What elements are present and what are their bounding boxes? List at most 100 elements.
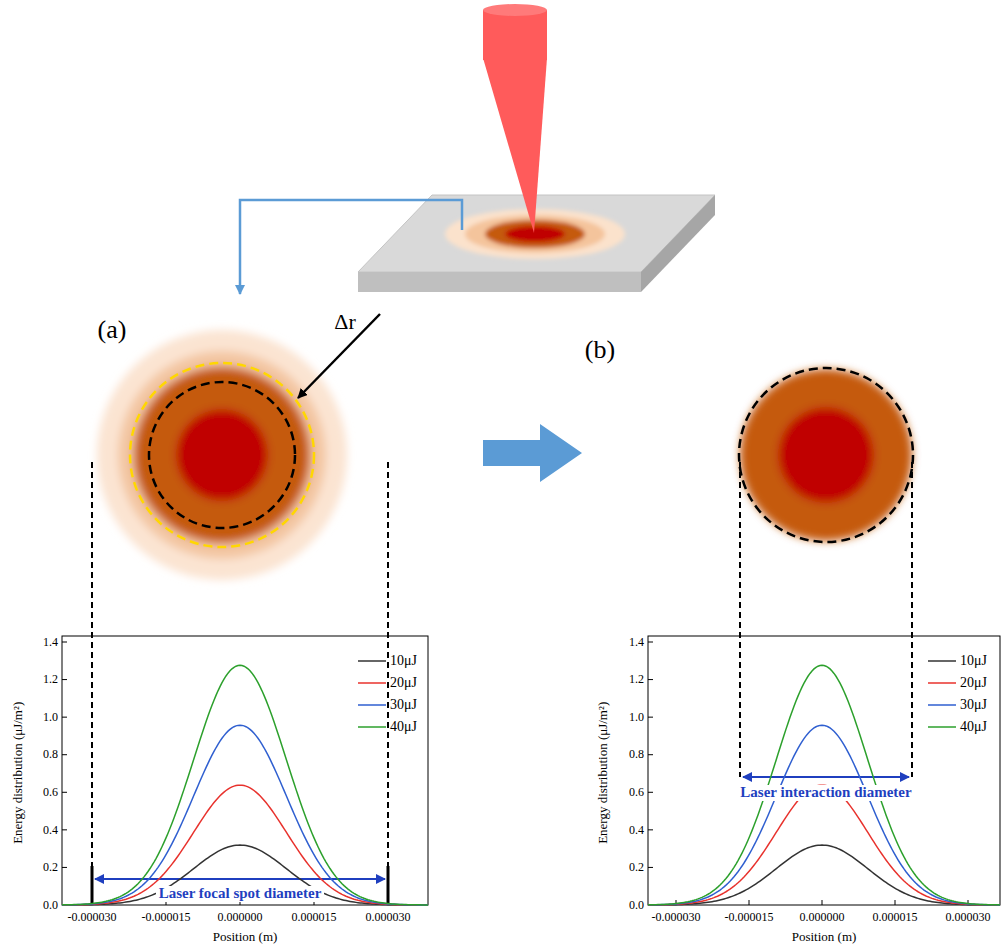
tick-label: -0.000015	[142, 911, 191, 924]
chart	[648, 636, 1000, 905]
chart-frame	[62, 636, 428, 905]
plate-side	[641, 195, 715, 292]
energy-curve	[62, 665, 428, 905]
outer-dashed-circle	[130, 363, 314, 547]
axis-title: Energy distribution (μJ/m²)	[596, 702, 610, 844]
energy-curve	[62, 785, 428, 905]
legend-label: 40μJ	[390, 720, 417, 735]
tick-mark	[62, 829, 67, 830]
tick-label: 0.2	[43, 861, 58, 874]
chart-frame	[648, 636, 1000, 905]
tick-mark	[648, 829, 653, 830]
tick-label: 0.000000	[218, 911, 263, 924]
tick-mark	[62, 642, 67, 643]
legend-sample	[928, 682, 956, 684]
tick-mark	[749, 900, 750, 905]
tick-mark	[648, 754, 653, 755]
tick-label: 1.2	[43, 673, 58, 686]
zoom-leader	[240, 200, 462, 294]
tick-mark	[648, 867, 653, 868]
tick-label: 0.000030	[946, 911, 991, 924]
tick-mark	[648, 679, 653, 680]
tick-label: 0.000015	[292, 911, 337, 924]
tick-label: 0.0	[43, 899, 58, 912]
axis-title: Position (m)	[792, 930, 857, 944]
tick-label: 0.0	[629, 899, 644, 912]
tick-mark	[62, 679, 67, 680]
legend-label: 30μJ	[390, 698, 417, 713]
tick-label: 1.2	[629, 673, 644, 686]
tick-label: 0.000030	[366, 911, 411, 924]
tick-label: 1.4	[629, 636, 644, 649]
tick-mark	[648, 642, 653, 643]
tick-label: 1.4	[43, 636, 58, 649]
tick-mark	[62, 867, 67, 868]
tick-mark	[62, 754, 67, 755]
diameter-arrow	[743, 776, 909, 778]
laser-cone	[483, 58, 547, 233]
legend-sample	[928, 726, 956, 728]
plate-front	[358, 272, 641, 292]
legend-label: 20μJ	[960, 676, 987, 691]
tick-mark	[648, 717, 653, 718]
legend-sample	[358, 704, 386, 706]
tick-label: 1.0	[629, 711, 644, 724]
inner-dashed-circle	[149, 382, 295, 528]
tick-mark	[62, 792, 67, 793]
tick-label: 0.4	[43, 824, 58, 837]
tick-label: -0.000030	[652, 911, 701, 924]
panel-label: (b)	[585, 336, 615, 363]
legend-sample	[928, 660, 956, 662]
tick-label: 0.6	[629, 786, 644, 799]
tick-label: 1.0	[43, 711, 58, 724]
legend-label: 30μJ	[960, 698, 987, 713]
laser-head-top	[483, 4, 547, 16]
legend-label: 10μJ	[390, 654, 417, 669]
tick-label: 0.8	[43, 748, 58, 761]
focal-spot	[97, 330, 347, 580]
tick-label: 0.6	[43, 786, 58, 799]
energy-curve	[62, 725, 428, 905]
legend-sample	[358, 682, 386, 684]
tick-label: -0.000030	[68, 911, 117, 924]
delta-r-label: Δr	[334, 310, 355, 333]
projection-line	[387, 462, 389, 868]
energy-curve	[648, 725, 1000, 905]
dimension-label: Laser interaction diameter	[737, 785, 914, 801]
legend-label: 20μJ	[390, 676, 417, 691]
energy-curve	[648, 785, 1000, 905]
legend-label: 10μJ	[960, 654, 987, 669]
diameter-arrow	[95, 878, 385, 880]
tick-mark	[62, 717, 67, 718]
tick-label: 0.000000	[800, 911, 845, 924]
energy-curve	[62, 845, 428, 905]
tick-label: -0.000015	[725, 911, 774, 924]
interaction-spot	[740, 369, 912, 541]
tick-label: 0.2	[629, 861, 644, 874]
tick-mark	[822, 900, 823, 905]
interaction-dashed-circle	[739, 368, 913, 542]
projection-line	[91, 462, 93, 868]
panel-label: (a)	[98, 316, 127, 343]
legend-sample	[358, 660, 386, 662]
tick-mark	[895, 900, 896, 905]
tick-label: 0.000015	[873, 911, 918, 924]
legend-label: 40μJ	[960, 720, 987, 735]
legend-sample	[928, 704, 956, 706]
transition-arrow	[483, 424, 582, 482]
energy-curve	[648, 665, 1000, 905]
energy-curve	[648, 845, 1000, 905]
chart	[62, 636, 428, 905]
tick-label: 0.8	[629, 748, 644, 761]
axis-title: Position (m)	[213, 930, 278, 944]
tick-mark	[648, 792, 653, 793]
dimension-label: Laser focal spot diameter	[156, 886, 325, 902]
laser-head	[483, 10, 547, 60]
diameter-end-bar	[91, 866, 94, 905]
projection-line	[911, 462, 913, 777]
legend-sample	[358, 726, 386, 728]
projection-line	[739, 462, 741, 777]
tick-label: 0.4	[629, 824, 644, 837]
diameter-end-bar	[387, 866, 390, 905]
